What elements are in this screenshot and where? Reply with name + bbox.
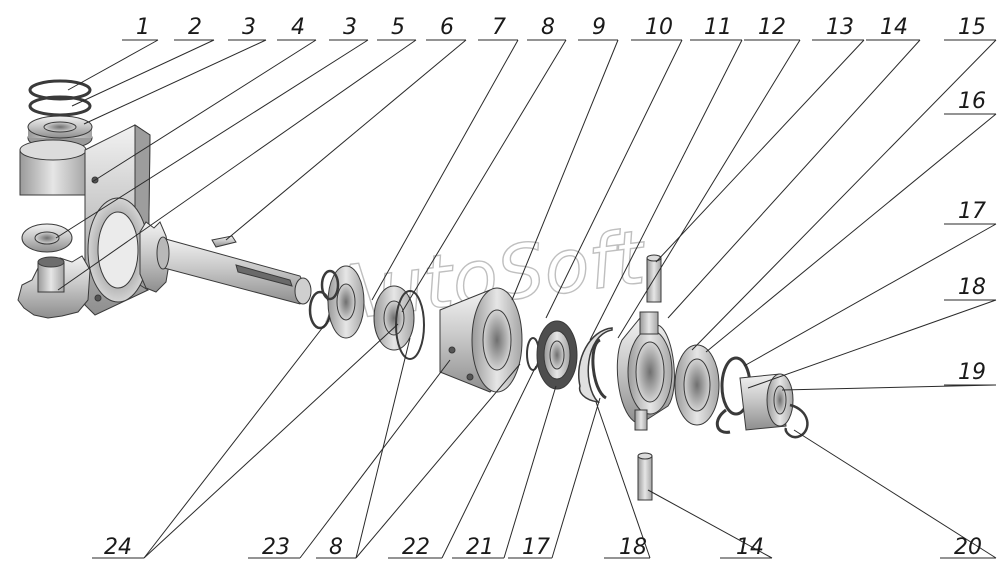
callout-15: 15: [958, 15, 986, 40]
callout-10: 10: [645, 15, 673, 40]
leader-lines: [55, 39, 997, 559]
housing-part-4: [19, 124, 151, 316]
leader-line: [57, 39, 417, 291]
callout-17b: 17: [522, 535, 550, 560]
exploded-parts: [17, 79, 809, 501]
leader-line: [143, 317, 331, 559]
leader-line: [595, 401, 651, 559]
leader-line: [781, 384, 997, 391]
bearing-part-15: [674, 344, 720, 426]
leader-line: [551, 397, 601, 559]
leader-line: [355, 337, 411, 559]
seal-part-21: [536, 320, 578, 390]
bearing-part-3-top: [27, 115, 93, 150]
callout-18b: 18: [619, 535, 647, 560]
leader-line: [655, 39, 865, 263]
leader-line: [143, 323, 399, 559]
sleeve-part-19: [739, 373, 794, 431]
snap-ring-part-20: [784, 403, 809, 439]
callout-24: 24: [104, 535, 132, 560]
housing-part-23: [439, 287, 523, 393]
callout-8: 8: [541, 15, 555, 40]
callouts-bottom: 24 23 8 22 21 17 18 14: [104, 535, 764, 560]
leader-line: [91, 39, 317, 183]
key-part-6: [211, 235, 237, 248]
pinion-shaft-part-7: [139, 221, 312, 305]
leader-line: [667, 39, 921, 319]
callout-18r: 18: [958, 275, 986, 300]
leader-line: [225, 39, 467, 241]
leader-line: [67, 39, 159, 91]
callout-16: 16: [958, 89, 986, 114]
ring-part-18-right: [715, 408, 731, 434]
callout-8b: 8: [329, 535, 343, 560]
callout-20: 20: [954, 535, 982, 560]
leader-line: [793, 429, 997, 559]
callout-6: 6: [440, 15, 454, 40]
leader-line: [503, 385, 557, 559]
bearing-part-8: [373, 285, 425, 360]
leader-line: [71, 39, 215, 107]
callouts-right: 16 17 18 19 20: [954, 89, 986, 560]
callout-5: 5: [391, 15, 405, 40]
snap-ring-part-1: [28, 79, 92, 101]
pin-part-14: [637, 452, 653, 501]
retaining-ring-part-18: [591, 338, 607, 400]
leader-line: [511, 39, 619, 301]
leader-line: [545, 39, 683, 319]
callout-17r: 17: [958, 199, 986, 224]
callout-14: 14: [880, 15, 908, 40]
callout-21: 21: [466, 535, 494, 560]
bearing-part-3-lower: [21, 223, 73, 253]
snap-ring-part-2: [28, 95, 92, 117]
leader-line: [589, 39, 743, 341]
callout-4: 4: [291, 15, 305, 40]
bevel-gear-part-5: [17, 255, 91, 319]
leader-line: [743, 223, 997, 367]
callouts-top: 1 2 3 4 3 5 6 7 8 9 10 11 12 13 14 15: [136, 15, 986, 40]
leader-line: [705, 113, 997, 353]
callout-1: 1: [136, 15, 150, 40]
leader-line: [617, 39, 801, 339]
callout-7: 7: [492, 15, 506, 40]
callout-13: 13: [826, 15, 854, 40]
leader-line: [299, 359, 451, 559]
leader-line: [83, 39, 267, 125]
bracket-part-13: [616, 254, 675, 431]
callout-22: 22: [402, 535, 430, 560]
callout-11: 11: [704, 15, 732, 40]
callout-19: 19: [958, 360, 986, 385]
leader-line: [647, 489, 773, 559]
callout-12: 12: [758, 15, 786, 40]
callout-3b: 3: [343, 15, 357, 40]
leader-line: [747, 299, 997, 389]
retaining-ring-part-17: [578, 327, 613, 404]
callout-9: 9: [592, 15, 606, 40]
leader-line: [55, 39, 369, 239]
callout-23: 23: [262, 535, 290, 560]
leader-line: [355, 363, 521, 559]
leader-line: [401, 39, 567, 313]
leader-line: [371, 39, 519, 301]
callout-2: 2: [188, 15, 202, 40]
leader-line: [691, 39, 997, 351]
callout-3a: 3: [242, 15, 256, 40]
leader-line: [441, 365, 537, 559]
callout-14b: 14: [736, 535, 764, 560]
bearing-part-24: [308, 265, 365, 339]
